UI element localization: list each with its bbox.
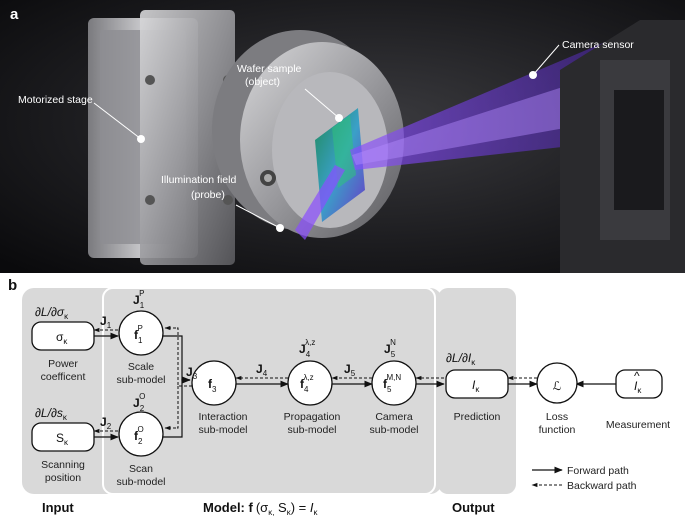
legend: Forward path Backward path (531, 465, 637, 492)
f1-node (118, 310, 164, 356)
legend-forward-label: Forward path (567, 465, 629, 477)
edge-f2-f3 (163, 376, 191, 438)
loss-node (536, 362, 578, 404)
prediction-gradient: ∂L/∂Iκ (446, 351, 476, 367)
prediction-node-text: Iκ (472, 378, 480, 394)
j4-edge-label: J4 (256, 362, 268, 378)
loss-label-line2: function (539, 424, 576, 436)
j1-edge-label: J1 (100, 314, 112, 330)
f4-label-line2: sub-model (287, 424, 336, 436)
f4-node (287, 360, 333, 406)
f5-node (371, 360, 417, 406)
sigma-node (31, 321, 95, 351)
j5-edge-label: J5 (344, 362, 356, 378)
measurement-hat: ^ (634, 369, 640, 383)
output-section-title: Output (452, 500, 495, 515)
measurement-node-text: Iκ (634, 379, 642, 395)
beam-illustration (276, 40, 625, 240)
motorized-stage-illustration (88, 10, 235, 265)
measurement-label: Measurement (606, 419, 670, 431)
prediction-node (445, 369, 509, 399)
s-gradient: ∂L/∂sκ (35, 406, 68, 422)
f1-node-text: f1P (134, 324, 143, 345)
f5-label-line2: sub-model (369, 424, 418, 436)
legend-backward-label: Backward path (567, 480, 637, 492)
s-node-text: Sκ (56, 431, 69, 447)
sigma-label-line1: Power (48, 358, 78, 370)
panel-a-label: a (10, 6, 19, 23)
edge-f3-f2-back (176, 386, 179, 429)
f1-label-line1: Scale (128, 361, 154, 373)
camera-sensor-illustration (529, 20, 685, 273)
f3-label-line2: sub-model (198, 424, 247, 436)
s-node (31, 422, 95, 452)
j4-label: J4λ,z (299, 338, 315, 359)
prediction-label: Prediction (454, 411, 501, 423)
f4-node-text: f4λ,z (300, 373, 314, 394)
illumination-callout-line1: Illumination field (161, 174, 236, 186)
s-label-line1: Scanning (41, 459, 85, 471)
j1p-label: J1P (133, 289, 145, 310)
illumination-callout-line2: (probe) (191, 189, 225, 201)
edge-f3-f1-back (176, 327, 192, 387)
f2-node (118, 411, 164, 457)
motorized-stage-callout: Motorized stage (18, 94, 93, 106)
loss-node-text: ℒ (553, 379, 562, 393)
sigma-gradient: ∂L/∂σκ (35, 305, 69, 321)
f2-node-text: f2O (134, 425, 144, 446)
j2-edge-label: J2 (100, 415, 112, 431)
f3-node (191, 360, 237, 406)
f5-label-line1: Camera (375, 411, 413, 423)
sigma-label-line2: coefficent (41, 371, 86, 383)
input-section-title: Input (42, 500, 74, 515)
wafer-callout-line1: Wafer sample (237, 63, 302, 75)
panel-b: b Input Model: f(σκ, Sκ) = Iκ Output (8, 277, 670, 517)
camera-sensor-callout: Camera sensor (562, 39, 634, 51)
f3-node-text: f3 (208, 377, 217, 394)
loss-label-line1: Loss (546, 411, 568, 423)
f3-label-line1: Interaction (198, 411, 247, 423)
model-section-title: Model: f(σκ, Sκ) = Iκ (203, 500, 319, 517)
s-label-line2: position (45, 472, 81, 484)
model-section-bg (102, 287, 436, 495)
measurement-node (615, 369, 663, 399)
wafer-callout-line2: (object) (245, 76, 280, 88)
panel-a: a Motorized stage Wafer sample (object) … (0, 0, 685, 273)
f2-label-line1: Scan (129, 463, 153, 475)
j2o-label: J2O (133, 392, 145, 413)
panel-b-label: b (8, 277, 17, 294)
f5-node-text: f5M,N (383, 373, 401, 394)
callout-lines (93, 44, 560, 229)
f4-label-line1: Propagation (284, 411, 341, 423)
sigma-node-text: σκ (56, 330, 68, 346)
j5-label: J5N (384, 338, 396, 359)
f1-label-line2: sub-model (116, 374, 165, 386)
j3-edge-label: J3 (186, 365, 198, 381)
f2-label-line2: sub-model (116, 476, 165, 488)
edges (93, 325, 616, 441)
